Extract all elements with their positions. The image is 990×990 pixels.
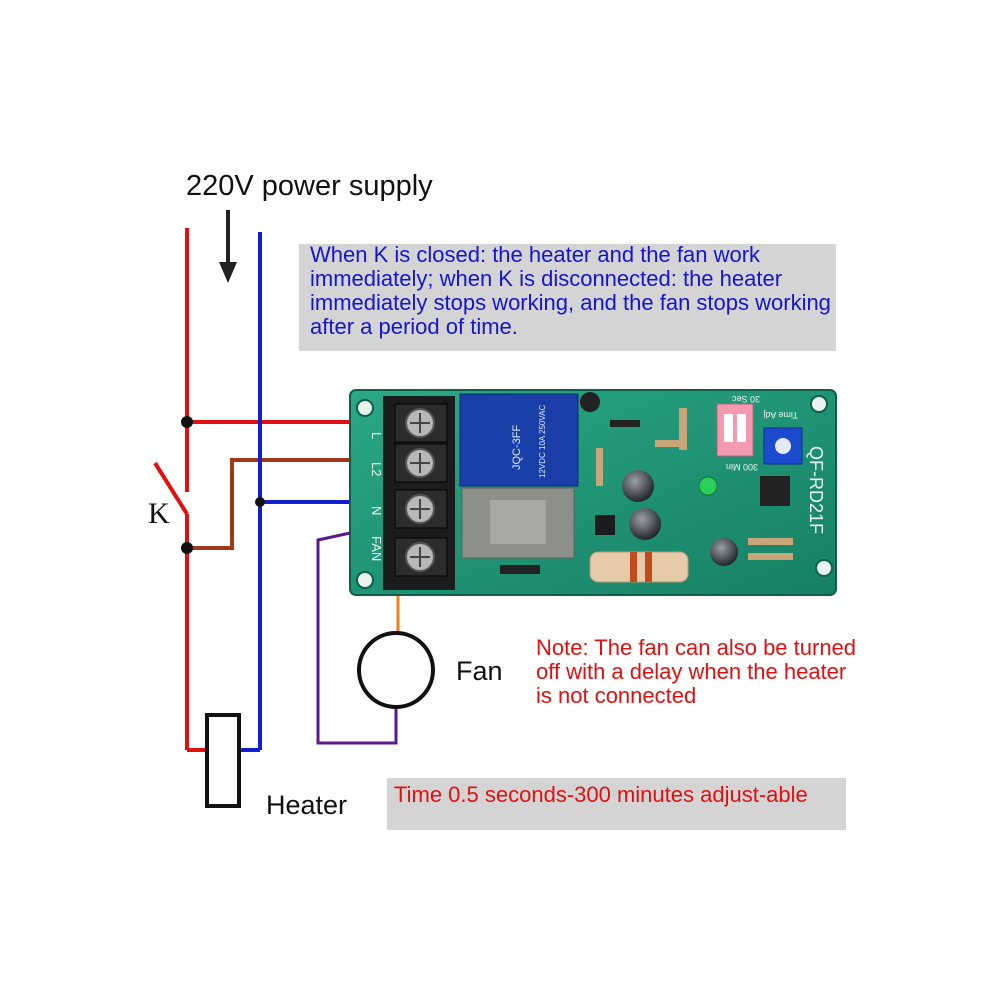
relay-model: JQC-3FF (511, 425, 523, 471)
terminal-screw (394, 403, 448, 443)
dip-switch (716, 403, 754, 457)
junction-dot (181, 542, 193, 554)
terminal-screw (394, 489, 448, 529)
terminal-screw (394, 443, 448, 483)
fan-delay-note: Note: The fan can also be turned off wit… (536, 635, 857, 708)
board-model: QF-RD21F (806, 446, 826, 534)
description-text: When K is closed: the heater and the fan… (310, 242, 831, 339)
dip-label-30sec: 30 Sec (731, 394, 760, 404)
time-range-note: Time 0.5 seconds-300 minutes adjust-able (394, 782, 808, 807)
terminal-label-l: L (369, 432, 384, 439)
fan-symbol (357, 631, 435, 709)
dip-label-300min: 300 Min (726, 462, 758, 472)
heater-label: Heater (266, 790, 348, 820)
dip-label-time-adj: Time Adj (763, 410, 798, 420)
power-supply-title: 220V power supply (186, 170, 433, 202)
switched-wire (187, 458, 415, 550)
relay-rating: 12VDC 10A 250VAC (538, 405, 547, 478)
terminal-screw (394, 537, 448, 577)
status-led (698, 476, 718, 496)
fan-label: Fan (456, 656, 503, 686)
arrow-down-icon (219, 210, 237, 283)
terminal-label-l2: L2 (369, 462, 384, 476)
capacitor (629, 508, 661, 540)
description-box (299, 244, 836, 351)
capacitor (710, 538, 738, 566)
transistor (580, 392, 600, 412)
capacitor (622, 470, 654, 502)
return-wire (316, 518, 411, 745)
heater-symbol (205, 713, 241, 808)
junction-dot (255, 497, 265, 507)
junction-dot (181, 416, 193, 428)
terminal-label-fan: FAN (369, 536, 384, 561)
terminal-label-n: N (369, 506, 384, 515)
time-box (387, 778, 846, 830)
switch-label: K (148, 497, 170, 530)
relay-module-board: L L2 N FAN JQC-3FF 12VDC 10A 250VAC (349, 389, 837, 596)
